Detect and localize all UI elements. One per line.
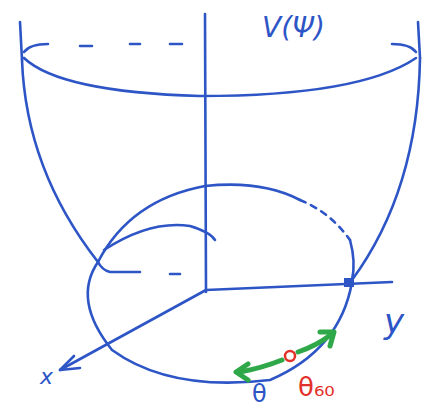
red-point	[285, 351, 295, 361]
green-arrowhead	[236, 364, 248, 380]
marker-square	[344, 278, 354, 287]
green-arrowhead	[320, 332, 334, 346]
rim-edge	[392, 44, 416, 52]
bowl-wall	[22, 60, 98, 262]
x-arrow	[60, 356, 80, 370]
hump-back	[300, 200, 350, 240]
base-dash	[98, 262, 180, 274]
rim-edge	[20, 22, 22, 60]
rim-edge	[24, 44, 48, 52]
hump-front	[350, 240, 354, 280]
angle-label: θ₆₀	[298, 374, 335, 400]
rim-edge	[418, 22, 420, 58]
hump-inner	[104, 225, 215, 250]
axis-label: V(Ψ)	[262, 14, 325, 42]
y-axis	[206, 282, 392, 290]
x-axis	[60, 290, 206, 370]
rim-front	[24, 58, 416, 96]
axis-label: x	[40, 366, 53, 388]
green-arrow	[298, 334, 332, 352]
axis-label: y	[384, 304, 404, 338]
hump-front	[98, 185, 300, 262]
angle-label: θ	[252, 382, 267, 406]
v-axis	[205, 14, 206, 292]
rim-dash	[80, 44, 182, 46]
trough-circle	[88, 262, 352, 383]
bowl-wall	[352, 58, 420, 280]
